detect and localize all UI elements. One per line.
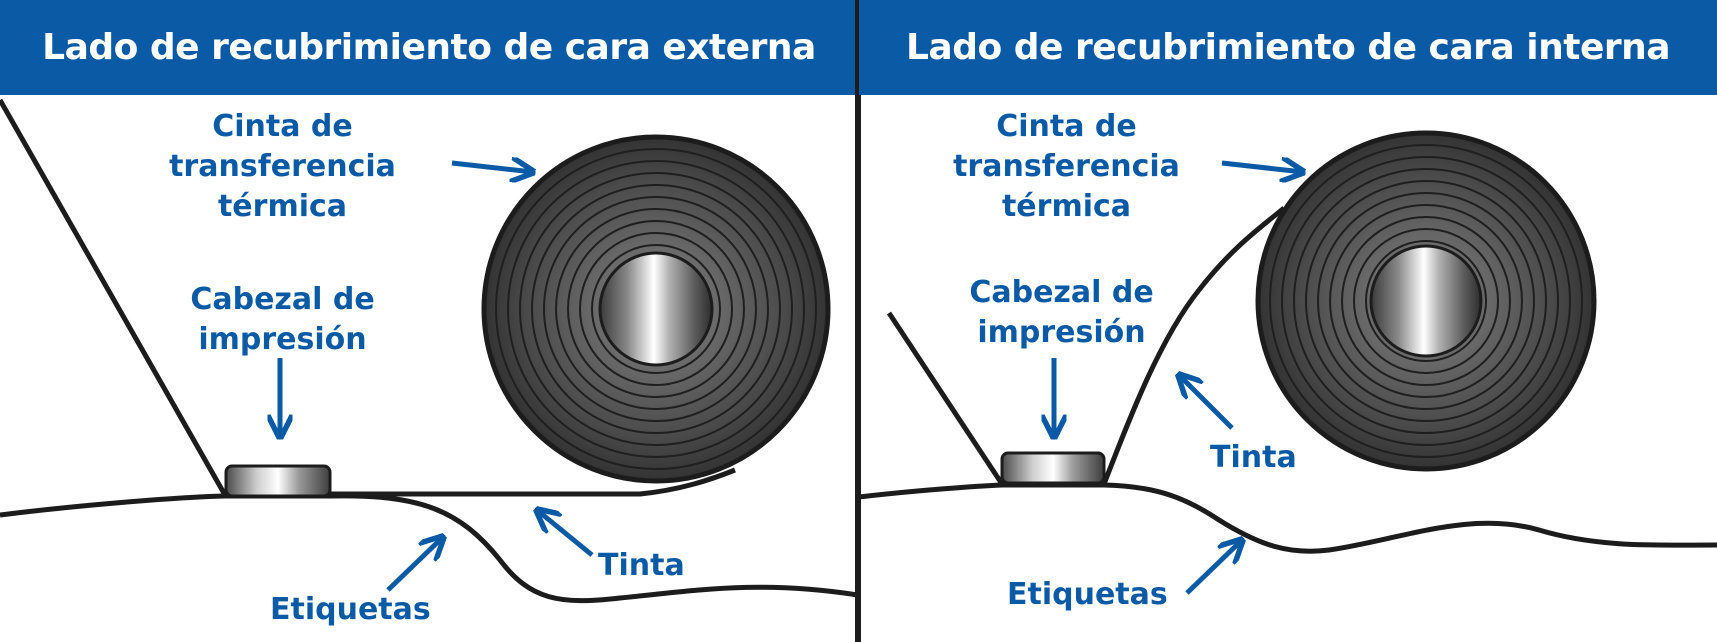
ribbon-supply-line — [0, 98, 228, 497]
arrow-icon — [1179, 375, 1234, 430]
ribbon-label: Cinta de transferencia térmica — [953, 109, 1180, 224]
panel-title: Lado de recubrimiento de cara externa — [0, 0, 858, 95]
printhead-label: Cabezal de impresión — [190, 282, 375, 357]
printhead-icon — [224, 464, 332, 498]
panel-title: Lado de recubrimiento de cara interna — [859, 0, 1717, 95]
ribbon-roll-icon — [481, 134, 831, 484]
arrow-icon — [386, 537, 443, 592]
ink-label: Tinta — [1210, 440, 1297, 475]
arrow-icon — [537, 510, 594, 557]
panel-divider — [855, 0, 861, 642]
internal-coating-diagram — [859, 130, 1717, 595]
labels-label: Etiquetas — [1007, 577, 1168, 612]
panel-internal-coating: Lado de recubrimiento de cara interna Ci… — [859, 0, 1717, 642]
ribbon-supply-line — [886, 311, 1005, 486]
arrow-icon — [451, 163, 533, 172]
external-coating-diagram — [0, 98, 858, 604]
label-stock-line — [859, 482, 1717, 554]
ribbon-wrap-line — [1101, 206, 1286, 485]
label-stock-line — [0, 493, 858, 604]
arrow-icon — [1221, 163, 1303, 172]
ribbon-label: Cinta de transferencia térmica — [169, 109, 396, 224]
ribbon-roll-icon — [1255, 130, 1597, 472]
panel-external-coating: Lado de recubrimiento de cara externa Ci… — [0, 0, 858, 642]
ribbon-wrap-line — [330, 467, 736, 497]
labels-label: Etiquetas — [270, 592, 431, 627]
printhead-icon — [1000, 451, 1106, 485]
ink-label: Tinta — [598, 548, 685, 583]
printhead-label: Cabezal de impresión — [969, 275, 1154, 350]
arrow-icon — [1185, 540, 1242, 595]
